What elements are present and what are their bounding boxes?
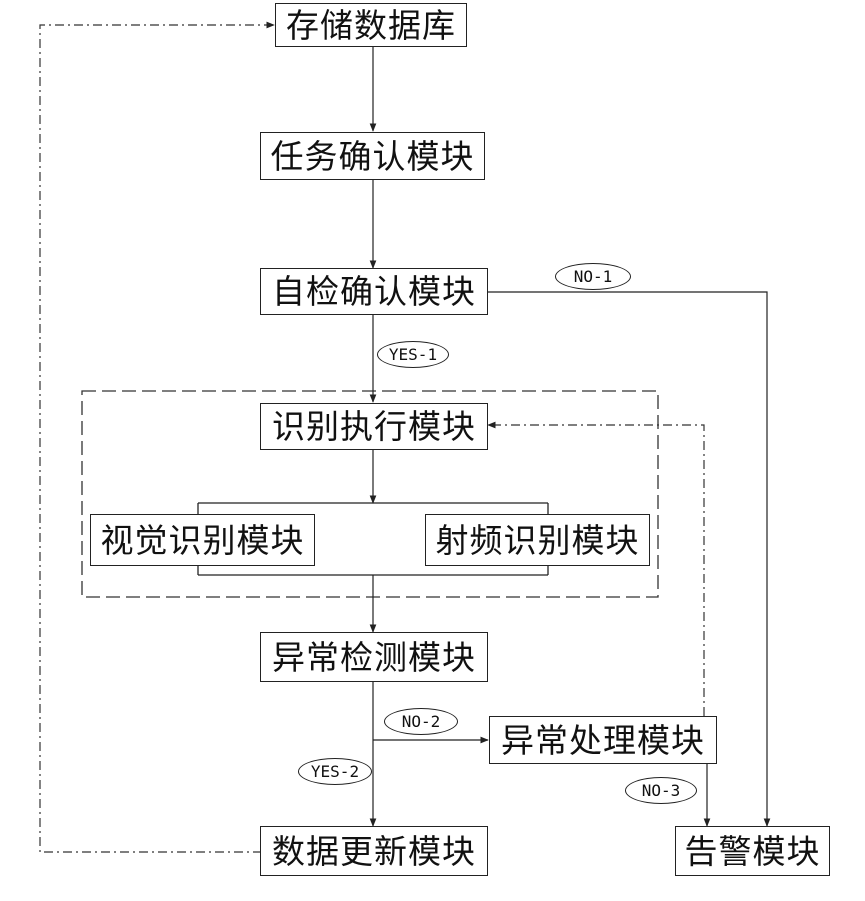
task-confirm-module-box: 任务确认模块 xyxy=(260,132,485,180)
no-2-label: NO-2 xyxy=(384,708,458,735)
anomaly-handling-module-box: 异常处理模块 xyxy=(489,716,717,764)
alarm-module-box: 告警模块 xyxy=(675,826,830,876)
recognition-exec-module-box: 识别执行模块 xyxy=(260,403,488,450)
anomaly-detection-module-box: 异常检测模块 xyxy=(260,632,488,682)
rf-recognition-module-box: 射频识别模块 xyxy=(425,514,650,566)
arrow-handling-to-recognition xyxy=(488,425,704,716)
no-1-label: NO-1 xyxy=(555,263,631,290)
data-update-module-box: 数据更新模块 xyxy=(260,826,488,876)
arrow-update-to-storage xyxy=(40,25,274,852)
yes-2-label: YES-2 xyxy=(298,758,372,785)
self-check-module-box: 自检确认模块 xyxy=(260,268,488,315)
yes-1-label: YES-1 xyxy=(377,341,449,368)
storage-database-box: 存储数据库 xyxy=(275,3,467,47)
no-3-label: NO-3 xyxy=(625,777,697,804)
visual-recognition-module-box: 视觉识别模块 xyxy=(90,514,315,566)
